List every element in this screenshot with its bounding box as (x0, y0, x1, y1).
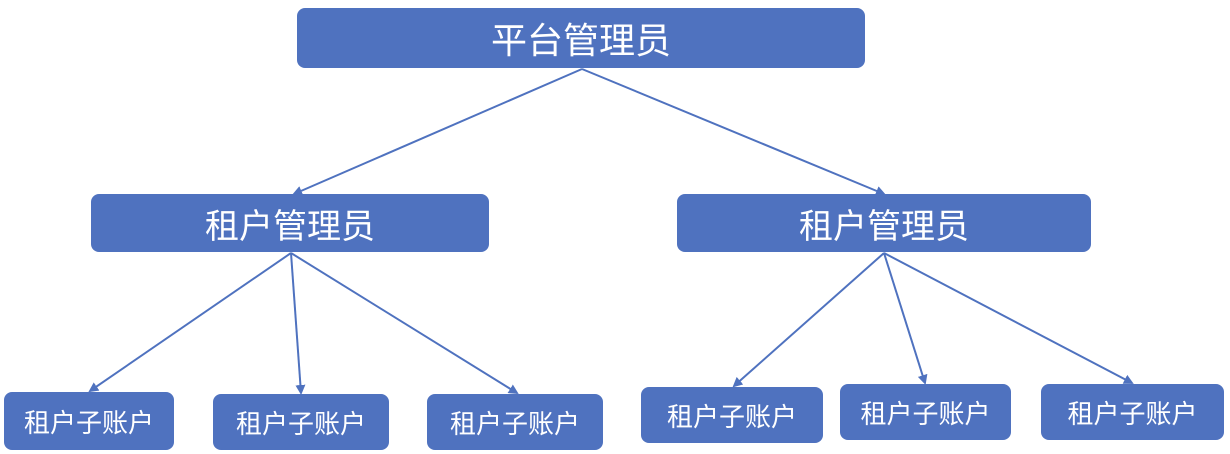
connector-root-to-tenant-admin-1 (292, 68, 583, 196)
connector-tenant-admin-1-to-sub-account-1 (88, 252, 292, 393)
connector-root-to-tenant-admin-2 (581, 68, 886, 196)
tenant-sub-account-label: 租户子账户 (23, 408, 154, 439)
platform-admin-node: 平台管理员 (297, 8, 865, 68)
tenant-sub-account-node: 租户子账户 (641, 387, 823, 443)
tenant-sub-account-label: 租户子账户 (860, 399, 991, 430)
platform-admin-label: 平台管理员 (490, 21, 671, 62)
tenant-sub-account-node: 租户子账户 (427, 394, 603, 450)
connector-tenant-admin-2-to-sub-account-3 (883, 252, 1134, 384)
connector-tenant-admin-1-to-sub-account-2 (290, 252, 306, 395)
tenant-sub-account-node: 租户子账户 (1041, 384, 1224, 440)
tenant-admin-label: 租户管理员 (205, 206, 375, 247)
connector-tenant-admin-2-to-sub-account-1 (732, 252, 885, 388)
tenant-sub-account-node: 租户子账户 (213, 394, 389, 450)
connector-tenant-admin-2-to-sub-account-2 (883, 252, 928, 385)
tenant-admin-node-2: 租户管理员 (677, 194, 1091, 252)
tenant-sub-account-node: 租户子账户 (840, 384, 1011, 440)
tenant-sub-account-label: 租户子账户 (235, 409, 366, 440)
connector-tenant-admin-1-to-sub-account-3 (290, 252, 519, 395)
tenant-admin-label: 租户管理员 (799, 206, 969, 247)
tenant-sub-account-label: 租户子账户 (666, 402, 797, 433)
tenant-sub-account-label: 租户子账户 (449, 409, 580, 440)
tenant-admin-node-1: 租户管理员 (91, 194, 489, 252)
tenant-sub-account-label: 租户子账户 (1067, 399, 1198, 430)
tenant-sub-account-node: 租户子账户 (4, 392, 174, 450)
